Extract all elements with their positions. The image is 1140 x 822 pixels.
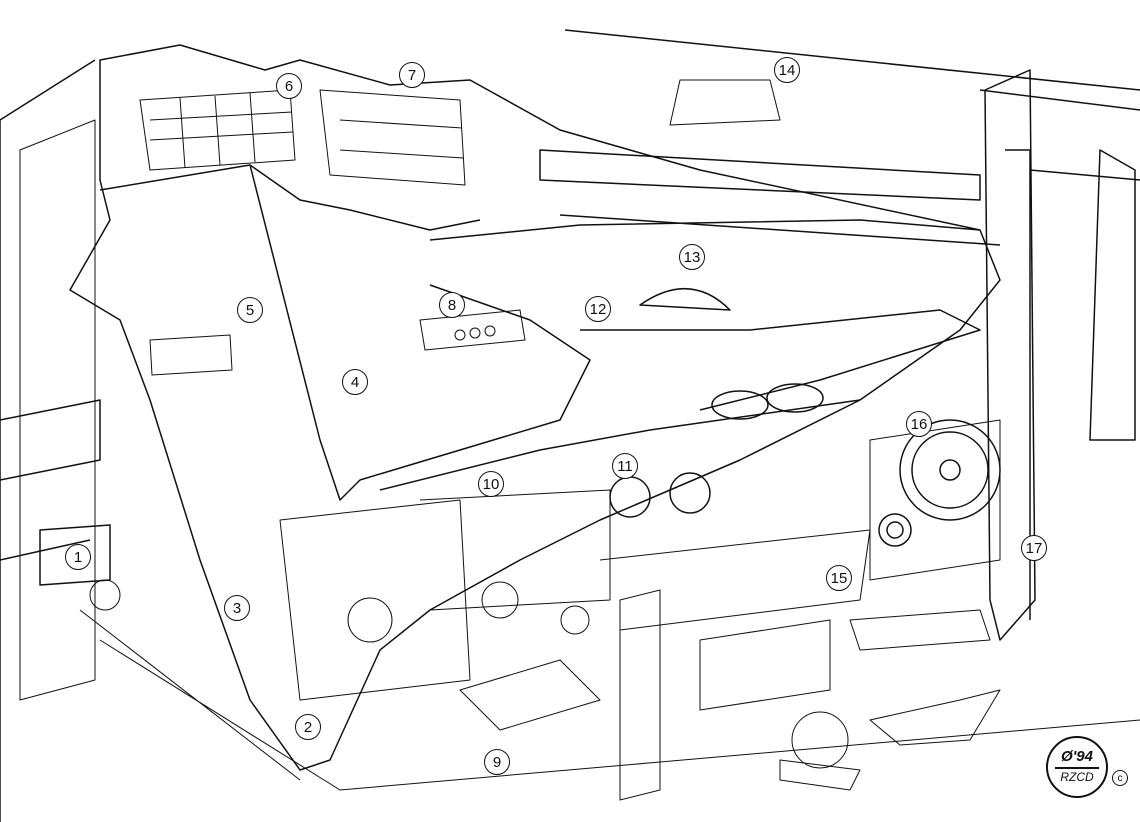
callout-9: 9	[484, 749, 510, 775]
callout-8: 8	[439, 292, 465, 318]
callout-10: 10	[478, 471, 504, 497]
callout-14: 14	[774, 57, 800, 83]
copyright-icon: c	[1112, 770, 1128, 786]
artist-signature: Ø'94 RZCD	[1046, 736, 1108, 798]
signature-year: Ø'94	[1055, 749, 1099, 769]
callout-6: 6	[276, 73, 302, 99]
callout-12: 12	[585, 296, 611, 322]
callout-2: 2	[295, 714, 321, 740]
callout-13: 13	[679, 244, 705, 270]
callout-16: 16	[906, 411, 932, 437]
callout-7: 7	[399, 62, 425, 88]
signature-name: RZCD	[1060, 770, 1094, 784]
callout-17: 17	[1021, 535, 1047, 561]
callout-11: 11	[612, 453, 638, 479]
callout-3: 3	[224, 595, 250, 621]
callout-1: 1	[65, 544, 91, 570]
callout-15: 15	[826, 565, 852, 591]
callout-4: 4	[342, 369, 368, 395]
callout-5: 5	[237, 297, 263, 323]
